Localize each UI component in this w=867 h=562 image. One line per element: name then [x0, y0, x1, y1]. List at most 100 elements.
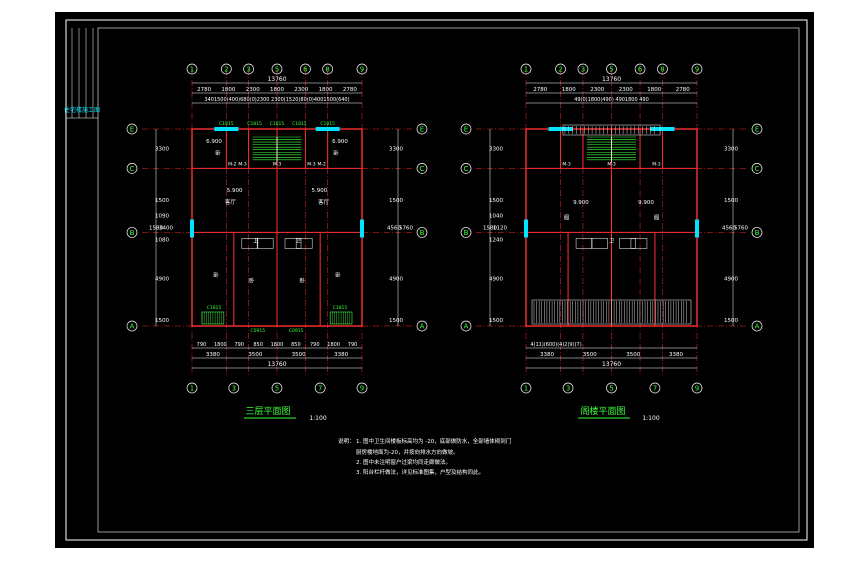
window-left-wall [190, 219, 194, 238]
elevation-1: 5.900 [227, 188, 243, 194]
axis-right-E-label: E [420, 126, 424, 134]
top-subdims: 49(0)1800(490) 4901800 490 [574, 97, 649, 103]
left-plan-scale: 1:100 [309, 415, 326, 422]
door-label-0: M-2 [228, 161, 237, 167]
window-label-0: C1815 [219, 121, 234, 127]
elevation-3: 6.900 [332, 139, 348, 145]
bottom-dim-0: 3380 [540, 352, 554, 358]
axis-top-8-label: 8 [660, 66, 664, 74]
axis-right-C-circle [751, 163, 763, 174]
axis-left-B-circle [126, 227, 138, 238]
right-dim-3: 5760 [399, 226, 413, 232]
left-dim-4: 1120 [493, 226, 507, 232]
top-dim-3: 1800 [270, 87, 284, 93]
axis-bottom-1-label: 1 [524, 385, 528, 393]
axis-right-E-label: E [755, 126, 759, 134]
black-sheet [55, 12, 814, 548]
bath-fixture-right-0 [284, 238, 302, 249]
right-dim-1: 1500 [389, 198, 403, 204]
window-label-4: C1815 [320, 121, 335, 127]
bottom-dim-2: 3500 [292, 352, 306, 358]
axis-bottom-5-circle [606, 382, 617, 394]
axis-top-2-label: 2 [558, 66, 562, 74]
window-right-wall [360, 219, 364, 238]
bath-fixture-left-0 [575, 238, 593, 249]
door-label-3: M-3 [307, 161, 316, 167]
right-dim-0: 3300 [724, 147, 738, 153]
axis-right-A-label: A [755, 323, 760, 331]
left-dim-2: 1090 [155, 214, 169, 220]
door-label-1: M-3 [238, 161, 247, 167]
room-label-6: 客厅 [225, 198, 237, 206]
axis-top-5-label: 5 [275, 66, 279, 74]
axis-bottom-5-circle [271, 382, 283, 394]
left-dim-7: 1500 [489, 318, 503, 324]
room-label-2: 卫 [609, 237, 615, 244]
axis-top-9-circle [691, 63, 703, 75]
elevation-2: 5.900 [312, 188, 328, 194]
axis-bottom-1-circle [186, 382, 198, 394]
bath-fixture-left-1 [256, 238, 274, 249]
left-dim-3: 1580 [483, 226, 497, 232]
axis-right-A-circle [416, 320, 428, 332]
axis-top-5-label: 5 [609, 66, 613, 74]
window-label-5: C1815 [207, 305, 222, 311]
axis-bottom-5-label: 5 [275, 385, 279, 393]
right-dim-4: 4900 [724, 277, 738, 283]
axis-top-3-circle [243, 63, 254, 75]
axis-top-1-label: 1 [524, 66, 528, 74]
axis-bottom-5-label: 5 [609, 385, 613, 393]
window-label-6: C1815 [333, 305, 348, 311]
left-dim-7: 1500 [155, 318, 169, 324]
window-label-8: C0915 [289, 328, 304, 334]
door-label-2: M-3 [273, 161, 282, 167]
room-label-9: 卫 [295, 237, 301, 244]
window-label-1: C1815 [247, 121, 262, 127]
window-label-7: C0915 [251, 328, 266, 334]
window-left-wall [524, 219, 528, 238]
side-label: 住宅楼施工图 [64, 106, 100, 114]
axis-top-5-circle [606, 63, 617, 75]
axis-bottom-9-circle [356, 382, 368, 394]
axis-top-8-label: 8 [325, 66, 329, 74]
notes-line-3: 2. 图中未注明窗户过梁均同走廊做法。 [356, 458, 451, 466]
axis-right-E-circle [416, 123, 428, 135]
bottom-subdim-4: 1800 [271, 342, 284, 348]
axis-top-9-label: 9 [360, 66, 364, 74]
elevation-0: 6.900 [206, 139, 222, 145]
right-plan-scale: 1:100 [642, 415, 659, 422]
axis-bottom-7-circle [649, 382, 661, 394]
top-dim-5: 1800 [319, 87, 333, 93]
axis-left-E-circle [126, 123, 138, 135]
room-label-4: 卧 [249, 277, 255, 285]
window-top-1 [315, 127, 340, 131]
axis-top-2-label: 2 [224, 66, 228, 74]
left-dim-3: 1580 [149, 226, 163, 232]
left-plan-title: 三层平面图 [245, 406, 290, 417]
bath-fixture-right-1 [295, 238, 313, 249]
roof-eave-bottom [531, 299, 692, 325]
axis-top-3-label: 3 [246, 66, 250, 74]
axis-top-8-circle [322, 63, 334, 75]
axis-left-E-label: E [464, 126, 468, 134]
bath-fixture-left-0 [241, 238, 259, 249]
side-title-block: 住宅楼施工图 [64, 28, 100, 119]
bottom-total-dim: 13760 [602, 361, 621, 368]
bottom-dim-1: 3500 [583, 352, 597, 358]
axis-right-A-circle [751, 320, 763, 332]
axis-bottom-1-circle [520, 382, 532, 394]
notes-line-2: 厨房楼地面为-20，并按向排水方向做坡。 [356, 448, 459, 456]
axis-bottom-1-label: 1 [190, 385, 194, 393]
top-dim-4: 2300 [294, 87, 308, 93]
left-dim-1: 1500 [155, 198, 169, 204]
axis-top-6-label: 6 [638, 66, 643, 74]
room-label-0: 卧 [215, 149, 221, 157]
notes-heading: 说明： [338, 437, 355, 445]
right-dim-3: 5760 [734, 226, 748, 232]
axis-top-6-circle [300, 63, 311, 75]
axis-right-A-label: A [420, 323, 425, 331]
window-top-0 [548, 127, 573, 131]
notes-line-4: 3. 阳台栏杆做法，详见标准图集，户型及结构同此。 [356, 468, 484, 476]
right-dim-5: 1500 [389, 318, 403, 324]
top-dim-6: 2780 [343, 87, 357, 93]
